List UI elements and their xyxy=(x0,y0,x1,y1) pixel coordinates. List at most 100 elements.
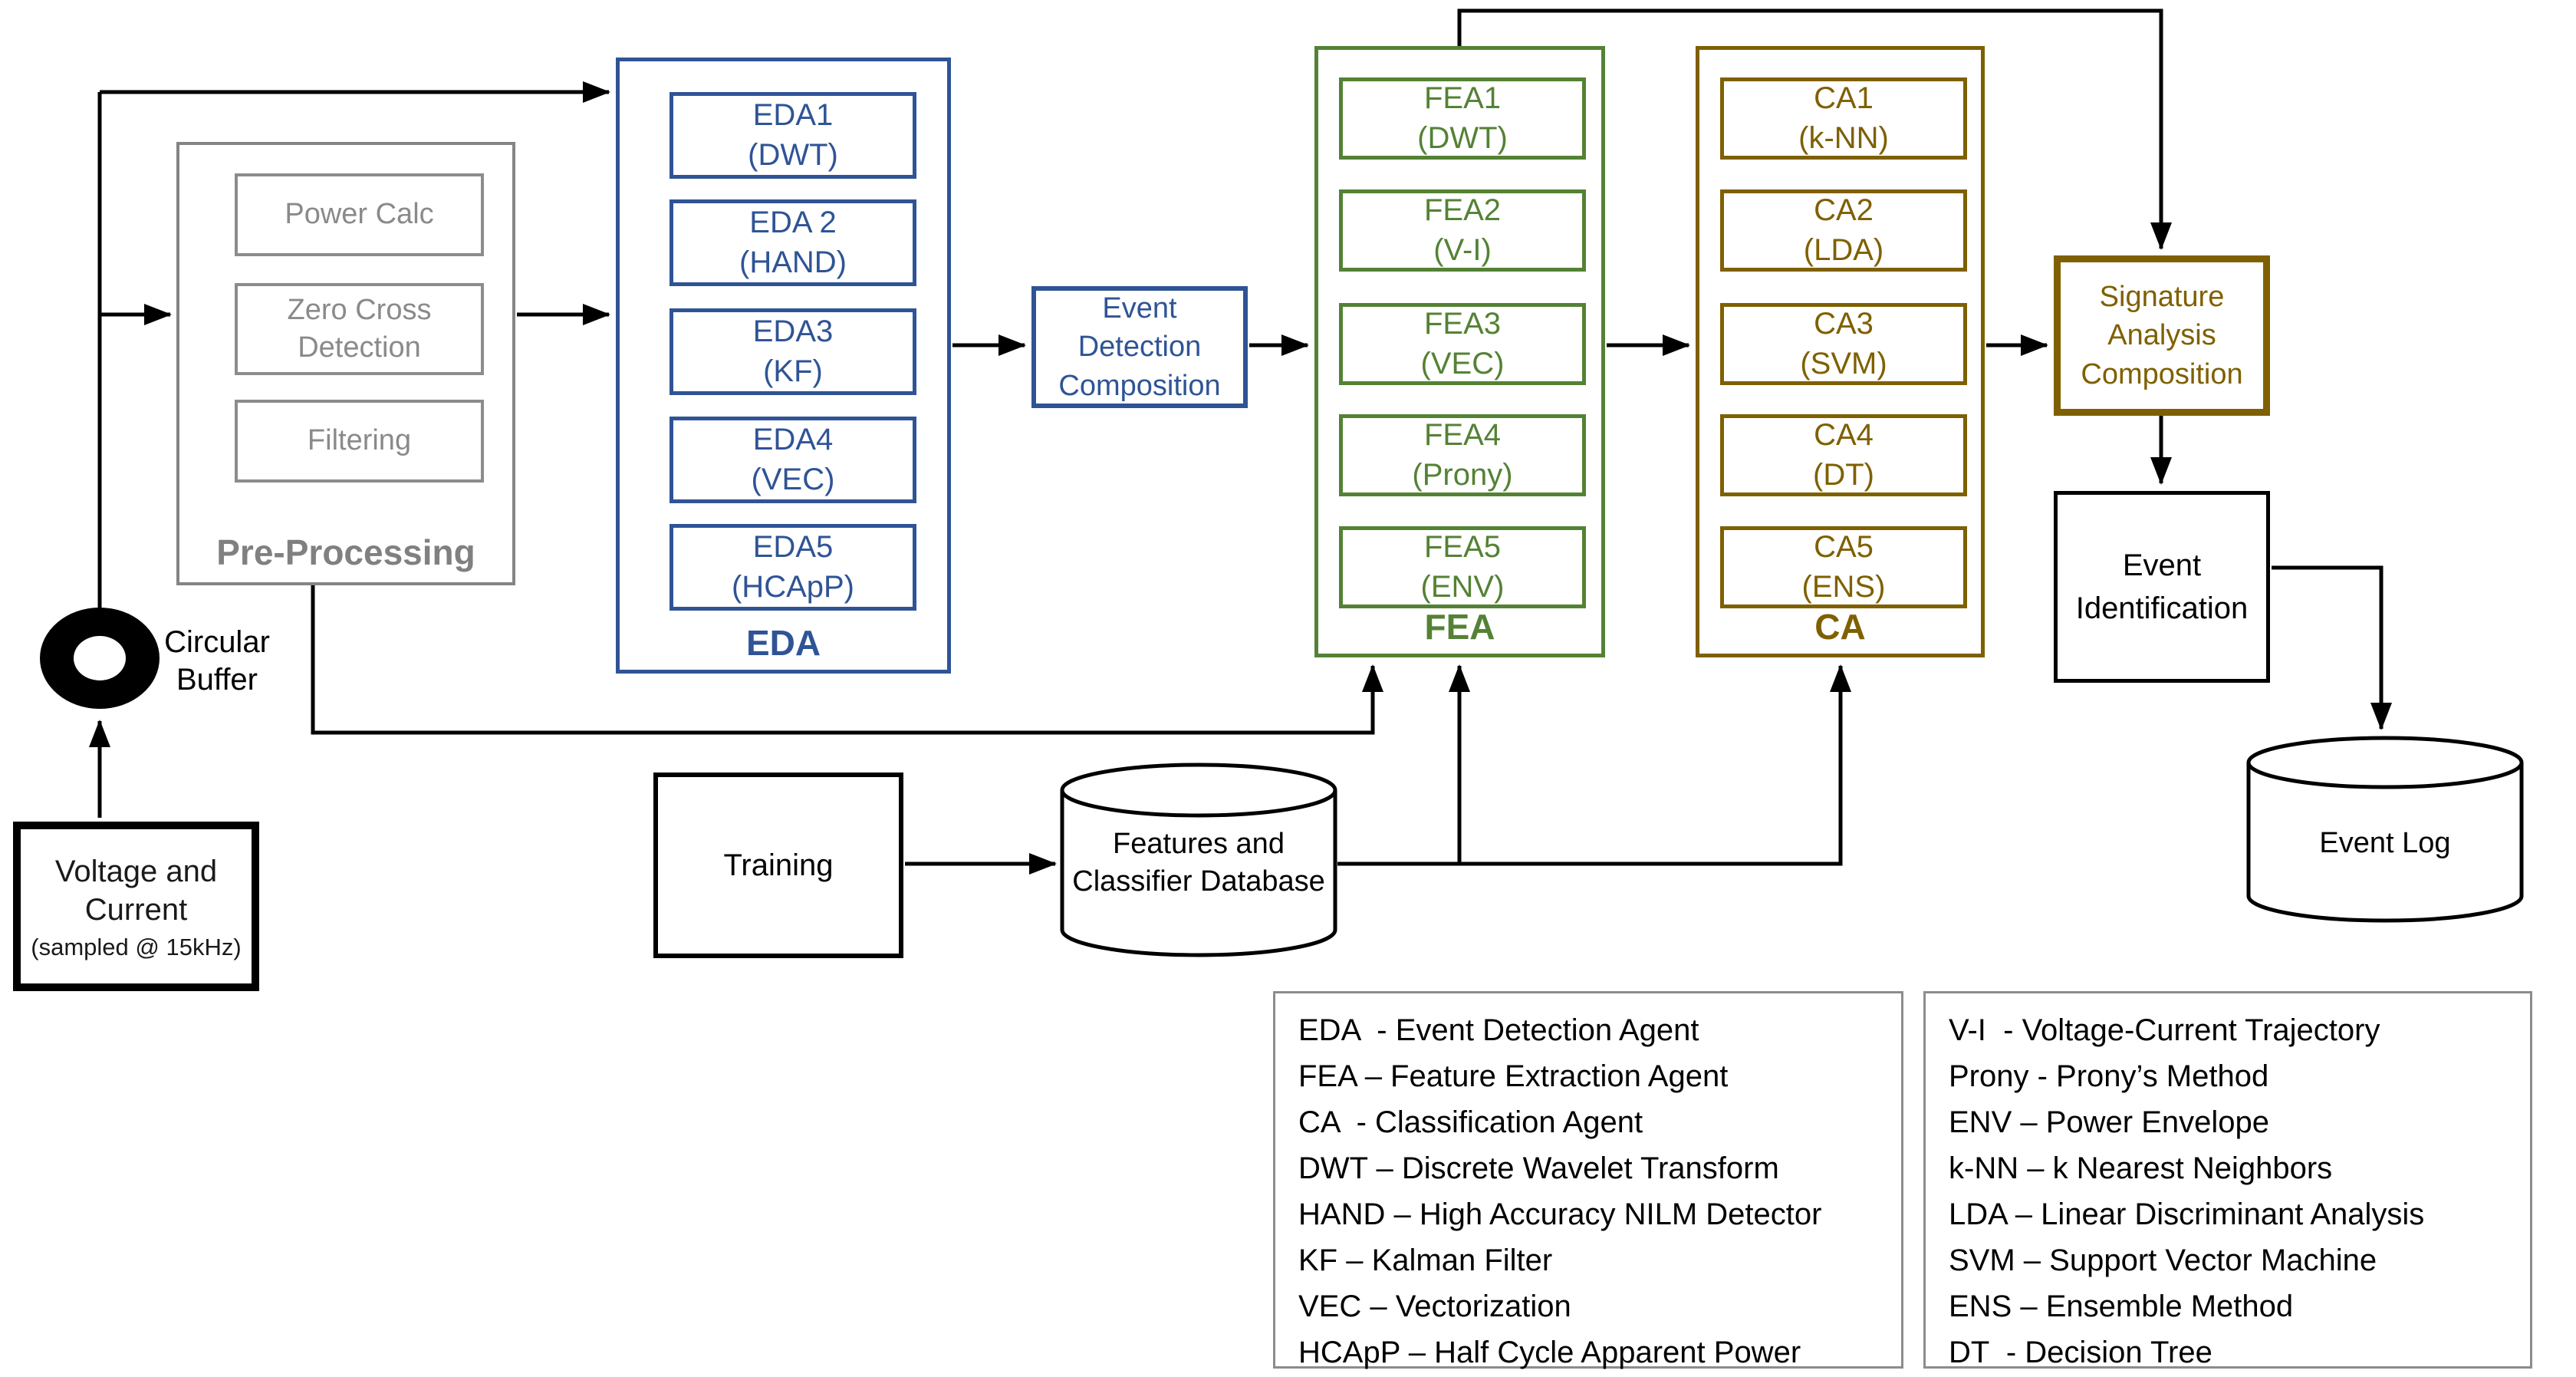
eda-item-5-name: EDA5 xyxy=(752,530,834,565)
fea-item-4-method: (Prony) xyxy=(1412,457,1513,492)
ca-item-5-name: CA5 xyxy=(1814,530,1874,565)
legend-right-entry: LDA – Linear Discriminant Analysis xyxy=(1949,1197,2425,1231)
edc-line2: Detection xyxy=(1077,331,1202,364)
circular-buffer-label-line1: Circular xyxy=(164,625,270,660)
legend-left-entry: FEA – Feature Extraction Agent xyxy=(1298,1059,1729,1093)
circular-buffer-label: Circular Buffer xyxy=(144,611,290,712)
voltage-current-label-line1: Voltage and xyxy=(54,854,218,888)
ca-item-3-method: (SVM) xyxy=(1800,346,1887,380)
ca-item-1: CA1 (k-NN) xyxy=(1720,77,1967,160)
ca-item-4-name: CA4 xyxy=(1814,418,1874,453)
signature-analysis-composition-box: Signature Analysis Composition xyxy=(2054,255,2270,416)
event-identification-line1: Event xyxy=(2122,548,2202,582)
event-detection-composition-box: Event Detection Composition xyxy=(1031,286,1248,408)
arrow-fea-to-sac-feedback xyxy=(1457,8,2172,250)
preprocessing-item-power-calc: Power Calc xyxy=(235,173,484,256)
legend-left-entry: CA - Classification Agent xyxy=(1298,1105,1643,1139)
eda-item-3: EDA3 (KF) xyxy=(669,308,916,395)
legend-left-entry: VEC – Vectorization xyxy=(1298,1290,1571,1323)
eda-item-4-method: (VEC) xyxy=(751,462,835,496)
training-box: Training xyxy=(653,773,903,958)
legend-right-entry: SVM – Support Vector Machine xyxy=(1949,1244,2377,1277)
circular-buffer-icon xyxy=(40,608,160,709)
fea-item-1: FEA1 (DWT) xyxy=(1339,77,1586,160)
eda-item-3-name: EDA3 xyxy=(752,315,834,349)
eda-group-label: EDA xyxy=(745,623,821,663)
legend-right-entry: DT - Decision Tree xyxy=(1949,1336,2212,1369)
legend-box-left: EDA - Event Detection Agent FEA – Featur… xyxy=(1273,991,1903,1369)
arrow-preprocessing-bypass-to-fea xyxy=(311,585,1383,735)
legend-left-entry: DWT – Discrete Wavelet Transform xyxy=(1298,1151,1779,1185)
ca-item-1-name: CA1 xyxy=(1814,81,1874,116)
legend-right-entry: k-NN – k Nearest Neighbors xyxy=(1949,1151,2333,1185)
sac-line3: Composition xyxy=(2081,357,2243,390)
ca-item-5: CA5 (ENS) xyxy=(1720,526,1967,608)
ca-item-1-method: (k-NN) xyxy=(1798,120,1889,155)
eda-item-5: EDA5 (HCApP) xyxy=(669,524,916,611)
legend-left-entry: HAND – High Accuracy NILM Detector xyxy=(1298,1197,1822,1231)
legend-left-entry: HCApP – Half Cycle Apparent Power xyxy=(1298,1336,1801,1369)
event-log-label: Event Log xyxy=(2319,827,2451,860)
ca-item-5-method: (ENS) xyxy=(1801,569,1886,604)
legend-left-entry: EDA - Event Detection Agent xyxy=(1298,1013,1699,1047)
ca-item-2-method: (LDA) xyxy=(1803,232,1884,267)
ca-item-4: CA4 (DT) xyxy=(1720,414,1967,496)
eda-item-1-name: EDA1 xyxy=(752,98,834,133)
features-database-line2: Classifier Database xyxy=(1072,865,1325,898)
eda-item-4-name: EDA4 xyxy=(752,423,834,457)
legend-right-entry: ENV – Power Envelope xyxy=(1949,1105,2270,1139)
fea-item-4-name: FEA4 xyxy=(1423,418,1502,453)
fea-item-2-method: (V-I) xyxy=(1433,232,1492,267)
legend-right-entry: V-I - Voltage-Current Trajectory xyxy=(1949,1013,2380,1047)
eda-group: EDA1 (DWT) EDA 2 (HAND) EDA3 (KF) EDA4 (… xyxy=(616,58,951,674)
ca-item-2-name: CA2 xyxy=(1814,193,1874,228)
edc-line3: Composition xyxy=(1058,369,1221,402)
legend-box-right: V-I - Voltage-Current Trajectory Prony -… xyxy=(1923,991,2532,1369)
features-database-label: Features and Classifier Database xyxy=(1070,813,1327,913)
ca-item-3: CA3 (SVM) xyxy=(1720,303,1967,385)
fea-item-3-name: FEA3 xyxy=(1423,307,1502,341)
arrow-database-to-ca xyxy=(1337,664,1851,866)
fea-item-5: FEA5 (ENV) xyxy=(1339,526,1586,608)
fea-item-3: FEA3 (VEC) xyxy=(1339,303,1586,385)
sac-line1: Signature xyxy=(2099,281,2225,314)
eda-item-1-method: (DWT) xyxy=(748,137,838,172)
legend-right-entry: ENS – Ensemble Method xyxy=(1949,1290,2294,1323)
preprocessing-group-label: Pre-Processing xyxy=(216,532,475,572)
eda-item-2-method: (HAND) xyxy=(739,245,847,279)
fea-item-5-name: FEA5 xyxy=(1423,530,1502,565)
ca-item-3-name: CA3 xyxy=(1814,307,1874,341)
voltage-current-source-box: Voltage and Current (sampled @ 15kHz) xyxy=(13,822,259,991)
sac-line2: Analysis xyxy=(2107,319,2216,352)
fea-item-4: FEA4 (Prony) xyxy=(1339,414,1586,496)
ca-item-2: CA2 (LDA) xyxy=(1720,189,1967,272)
eda-item-4: EDA4 (VEC) xyxy=(669,417,916,503)
eda-item-5-method: (HCApP) xyxy=(731,569,855,604)
fea-item-2-name: FEA2 xyxy=(1423,193,1502,228)
circular-buffer-label-line2: Buffer xyxy=(176,663,258,697)
arrow-event-identification-to-event-log xyxy=(2272,565,2392,730)
event-identification-box: Event Identification xyxy=(2054,491,2270,683)
preprocessing-group: Power Calc Zero Cross Detection Filterin… xyxy=(176,142,515,585)
eda-item-3-method: (KF) xyxy=(763,354,823,388)
ca-group: CA1 (k-NN) CA2 (LDA) CA3 (SVM) CA4 (DT) … xyxy=(1696,46,1985,657)
fea-item-5-method: (ENV) xyxy=(1420,569,1505,604)
features-database-line1: Features and xyxy=(1113,827,1285,860)
ca-group-label: CA xyxy=(1814,607,1866,647)
fea-item-2: FEA2 (V-I) xyxy=(1339,189,1586,272)
fea-group: FEA1 (DWT) FEA2 (V-I) FEA3 (VEC) FEA4 (P… xyxy=(1314,46,1605,657)
voltage-current-subtitle: (sampled @ 15kHz) xyxy=(31,933,242,960)
fea-group-label: FEA xyxy=(1424,607,1495,647)
event-identification-line2: Identification xyxy=(2075,591,2249,625)
ca-item-4-method: (DT) xyxy=(1813,457,1874,492)
voltage-current-label-line2: Current xyxy=(84,892,188,927)
edc-line1: Event xyxy=(1102,292,1177,325)
eda-item-2-name: EDA 2 xyxy=(749,206,837,240)
legend-left-entry: KF – Kalman Filter xyxy=(1298,1244,1553,1277)
fea-item-3-method: (VEC) xyxy=(1420,346,1505,380)
event-log-cylinder-icon xyxy=(2246,736,2524,923)
eda-item-1: EDA1 (DWT) xyxy=(669,92,916,179)
fea-item-1-method: (DWT) xyxy=(1417,120,1508,155)
preprocessing-item-filtering: Filtering xyxy=(235,400,484,483)
